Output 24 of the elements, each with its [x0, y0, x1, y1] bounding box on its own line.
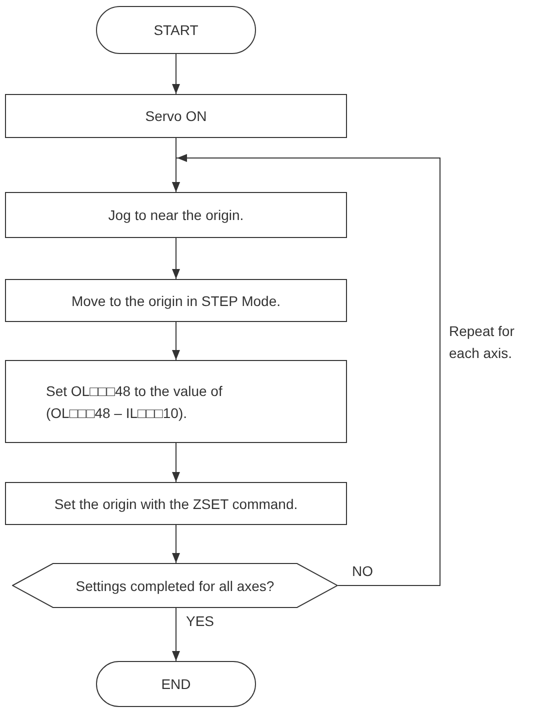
process-box: [5, 482, 347, 525]
node-text: Jog to near the origin.: [108, 206, 244, 225]
arrow: [172, 154, 440, 586]
arrow: [172, 442, 180, 482]
arrow: [172, 322, 180, 360]
node-text: Move to the origin in STEP Mode.: [71, 292, 281, 311]
decision-hexagon: [12, 563, 338, 608]
node-text: Set the origin with the ZSET command.: [54, 494, 298, 514]
arrow: [172, 238, 180, 280]
node-text: END: [161, 675, 191, 694]
process-box: [5, 360, 347, 443]
node-text: START: [154, 21, 198, 40]
process-box: [5, 94, 347, 138]
node-text: Settings completed for all axes?: [76, 576, 274, 596]
note-text: Repeat for each axis.: [449, 322, 516, 363]
node-text: Servo ON: [145, 107, 207, 126]
terminal-pill: [96, 661, 256, 707]
arrow: [172, 54, 180, 94]
node-text: Set OL□□□48 to the value of (OL□□□48 – IL□□□10).: [46, 382, 224, 423]
arrow: [172, 608, 180, 662]
arrow: [172, 524, 180, 564]
process-box: [5, 192, 347, 238]
process-box: [5, 279, 347, 322]
terminal-pill: [96, 6, 256, 54]
